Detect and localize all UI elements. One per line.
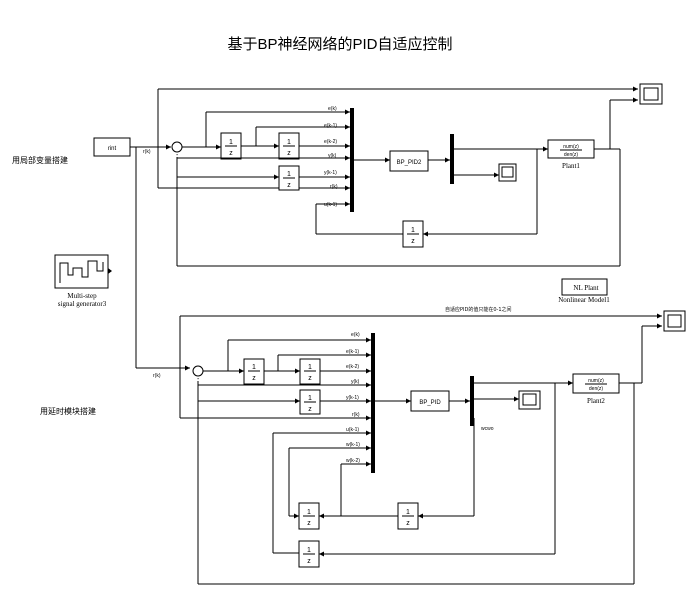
bp-pid-label: BP_PID [419,400,441,406]
mux-top[interactable] [350,108,354,212]
sum-bottom-minus: - [197,376,200,383]
annotation-pid-range: 自适应PID的值只能在0-1之间 [445,306,512,313]
svg-text:z: z [308,375,312,382]
section-label-top: 用局部变量搭建 [12,155,68,165]
bp-pid2-label: BP_PID2 [397,160,422,166]
svg-text:e(k-2): e(k-2) [324,139,337,145]
svg-text:r(k): r(k) [330,184,338,190]
svg-text:z: z [229,150,233,157]
wcwo-label: wcwo [481,426,494,432]
plant2-label: Plant2 [587,397,605,405]
sum-top-minus: - [176,152,179,159]
svg-text:w(k-1): w(k-1) [346,442,360,448]
svg-text:z: z [307,558,311,565]
nl-model-label: Nonlinear Model1 [558,296,610,304]
scope-top-middle[interactable] [498,163,517,182]
rk-top-label: r(k) [143,149,151,155]
svg-text:den(z): den(z) [564,152,579,158]
demux-top[interactable] [450,134,454,184]
svg-text:e(k-1): e(k-1) [346,349,359,355]
rint-label: rint [108,146,117,152]
svg-text:den(z): den(z) [589,386,604,392]
svg-text:1: 1 [307,509,311,516]
plant1-label: Plant1 [562,162,580,170]
svg-text:u(k-1): u(k-1) [346,427,359,433]
svg-text:1: 1 [307,547,311,554]
svg-text:1: 1 [229,139,233,146]
svg-text:y(k): y(k) [328,153,337,159]
svg-text:y(k): y(k) [351,379,360,385]
rk-bottom-label: r(k) [153,373,161,379]
mux-bottom-signal-labels: e(k) e(k-1) e(k-2) y(k) y(k-1) r(k) u(k-… [346,332,360,464]
svg-text:z: z [287,150,291,157]
demux-bottom[interactable] [470,376,474,426]
multi-step-signal-generator[interactable] [54,254,112,289]
svg-text:1: 1 [411,227,415,234]
sum-top[interactable] [171,141,183,153]
svg-text:z: z [252,375,256,382]
svg-text:1: 1 [308,395,312,402]
svg-text:e(k): e(k) [328,106,337,112]
top-subsystem: rint r(k) - 1 z 1 z [93,83,663,371]
svg-text:z: z [287,182,291,189]
svg-text:w(k-2): w(k-2) [346,458,360,464]
signal-gen-label-1: Multi-step [67,292,97,300]
section-label-bottom: 用延时模块搭建 [40,406,96,416]
svg-text:e(k-2): e(k-2) [346,364,359,370]
mux-bottom[interactable] [371,333,375,473]
svg-text:z: z [411,238,415,245]
svg-text:NL Plant: NL Plant [573,284,598,292]
svg-text:num(z): num(z) [588,378,604,384]
scope-bottom-middle[interactable] [518,390,541,410]
svg-text:y(k-1): y(k-1) [346,395,359,401]
svg-text:r(k): r(k) [352,412,360,418]
scope-top-right[interactable] [639,83,663,105]
sum-bottom[interactable] [192,365,204,377]
diagram-title: 基于BP神经网络的PID自适应控制 [227,35,452,53]
signal-gen-label-2: signal generator3 [58,300,107,308]
svg-text:1: 1 [308,364,312,371]
svg-text:e(k): e(k) [351,332,360,338]
svg-text:z: z [406,520,410,527]
svg-text:1: 1 [406,509,410,516]
bottom-subsystem: 自适应PID的值只能在0-1之间 r(k) - 1 z 1 z [153,306,686,585]
svg-text:1: 1 [287,139,291,146]
nl-plant-block[interactable]: NL Plant [561,278,608,296]
scope-bottom-right[interactable] [663,310,686,332]
svg-text:1: 1 [252,364,256,371]
svg-text:1: 1 [287,171,291,178]
svg-text:u(k-1): u(k-1) [324,202,337,208]
mux-top-signal-labels: e(k) e(k-1) e(k-2) y(k) y(k-1) r(k) u(k-… [324,106,338,208]
bp-pid2-block[interactable] [389,150,429,172]
svg-text:y(k-1): y(k-1) [324,170,337,176]
svg-text:num(z): num(z) [563,144,579,150]
svg-text:e(k-1): e(k-1) [324,123,337,129]
svg-text:z: z [308,406,312,413]
svg-text:z: z [307,520,311,527]
